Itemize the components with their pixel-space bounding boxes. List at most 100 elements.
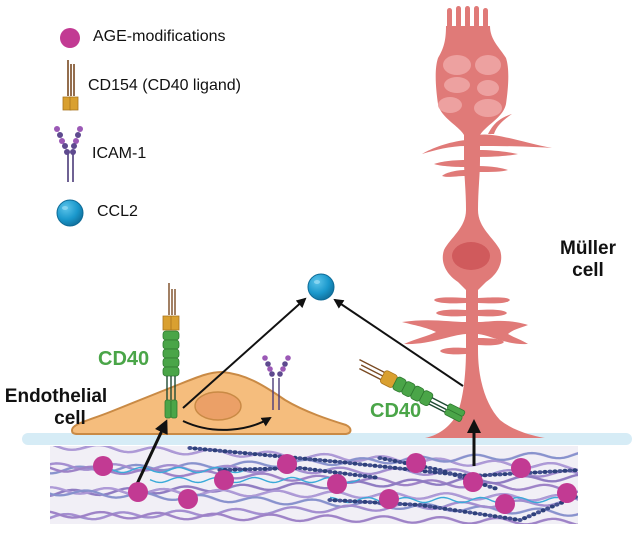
cd40-label-right: CD40 (370, 400, 422, 422)
beaded-strand-bead (257, 452, 263, 457)
beaded-strand-bead (497, 515, 503, 519)
beaded-strand-bead (337, 471, 343, 475)
cd154-ligand-icon (62, 60, 79, 111)
beaded-strand-bead (397, 460, 403, 464)
beaded-strand-bead (347, 499, 353, 504)
beaded-strand-bead (327, 459, 333, 464)
beaded-strand-bead (557, 469, 563, 474)
beaded-strand-bead (457, 509, 463, 513)
beaded-strand-bead (367, 463, 373, 468)
beaded-strand-bead (402, 502, 408, 507)
laminin-strand (329, 496, 559, 504)
beaded-strand-bead (237, 450, 243, 455)
beaded-strand-bead (392, 459, 398, 463)
muller-cell-organelles (438, 55, 502, 270)
beaded-strand-bead (262, 453, 268, 457)
beaded-strand-bead (372, 463, 378, 468)
age-modification-dot (214, 470, 234, 490)
beaded-strand-bead (437, 506, 443, 510)
beaded-strand-bead (532, 470, 538, 475)
beaded-strand-bead (526, 514, 532, 519)
legend-label-icam1: ICAM-1 (92, 145, 147, 162)
beaded-strand-bead (197, 446, 203, 451)
beaded-strand-bead (452, 508, 458, 513)
beaded-strand-bead (332, 498, 338, 503)
beaded-strand-bead (227, 467, 233, 472)
beaded-strand-bead (372, 475, 378, 480)
muller-cell-label: Müller cell (548, 238, 628, 282)
beaded-strand-bead (507, 516, 513, 521)
beaded-strand-bead (337, 460, 343, 464)
beaded-strand-bead (382, 464, 388, 469)
beaded-strand-bead (517, 518, 523, 522)
beaded-strand-bead (342, 460, 348, 465)
beaded-strand-bead (342, 471, 348, 476)
beaded-strand-bead (252, 467, 258, 472)
ccl2-molecule (307, 273, 335, 301)
beaded-strand-bead (357, 473, 363, 478)
beaded-strand-bead (397, 501, 403, 506)
beaded-strand-bead (549, 504, 555, 509)
beaded-strand-bead (535, 510, 542, 515)
beaded-strand-bead (382, 457, 388, 461)
beaded-strand-bead (542, 469, 548, 474)
beaded-strand-bead (322, 458, 328, 463)
beaded-strand-bead (477, 512, 483, 516)
beaded-strand-bead (422, 469, 428, 474)
beaded-strand-bead (342, 498, 348, 503)
beaded-strand-bead (267, 466, 273, 471)
beaded-strand-bead (531, 512, 537, 517)
age-modifications (93, 453, 577, 514)
endothelial-nucleus (194, 391, 242, 421)
beaded-strand-bead (427, 504, 433, 509)
beaded-strand-bead (482, 473, 488, 478)
beaded-strand-bead (552, 469, 558, 474)
muller-cell-label-line2: cell (572, 260, 604, 281)
beaded-strand-bead (257, 467, 263, 471)
age-modification-dot (511, 458, 531, 478)
beaded-strand-bead (492, 486, 498, 491)
beaded-strand-bead (232, 450, 238, 455)
icam1-receptor-icon (54, 126, 83, 182)
beaded-strand-bead (272, 466, 278, 471)
arrow-endothelial-to-ccl2 (182, 297, 307, 409)
cd40-cd154-complex-right (359, 359, 466, 422)
beaded-strand-bead (357, 462, 363, 467)
age-modification-dot (406, 453, 426, 473)
legend-label-cd154: CD154 (CD40 ligand) (88, 77, 241, 94)
beaded-strand-bead (377, 456, 383, 460)
beaded-strand-bead (317, 468, 323, 473)
collagen-fiber (50, 510, 578, 524)
ccl2-sphere-icon (56, 199, 84, 227)
beaded-strand-bead (352, 499, 358, 504)
beaded-strand-bead (427, 469, 433, 474)
beaded-strand-bead (547, 469, 553, 474)
beaded-strand-bead (222, 449, 228, 454)
beaded-strand-bead (437, 470, 443, 475)
beaded-strand-bead (212, 448, 218, 453)
beaded-strand-bead (267, 453, 273, 458)
arrow-muller-to-ccl2 (333, 298, 464, 387)
beaded-strand-bead (217, 448, 223, 453)
beaded-strand-bead (237, 467, 243, 472)
beaded-strand-bead (540, 508, 546, 513)
beaded-strand-bead (497, 472, 503, 477)
beaded-strand-bead (397, 466, 403, 471)
beaded-strand-bead (252, 452, 258, 457)
beaded-strand-bead (347, 472, 353, 477)
beaded-strand-bead (262, 466, 268, 471)
beaded-strand-bead (567, 468, 573, 473)
beaded-strand-bead (487, 513, 493, 518)
beaded-strand-bead (432, 505, 438, 510)
beaded-strand-bead (242, 451, 248, 456)
beaded-strand-bead (362, 462, 368, 467)
age-modification-dot (178, 489, 198, 509)
muller-nucleus (452, 242, 490, 270)
beaded-strand-bead (417, 503, 423, 507)
beaded-strand-bead (272, 453, 278, 458)
beaded-strand-bead (352, 461, 358, 466)
beaded-strand-bead (387, 458, 393, 462)
beaded-strand-bead (317, 458, 323, 463)
beaded-strand-bead (502, 515, 508, 520)
beaded-strand-bead (307, 457, 313, 462)
